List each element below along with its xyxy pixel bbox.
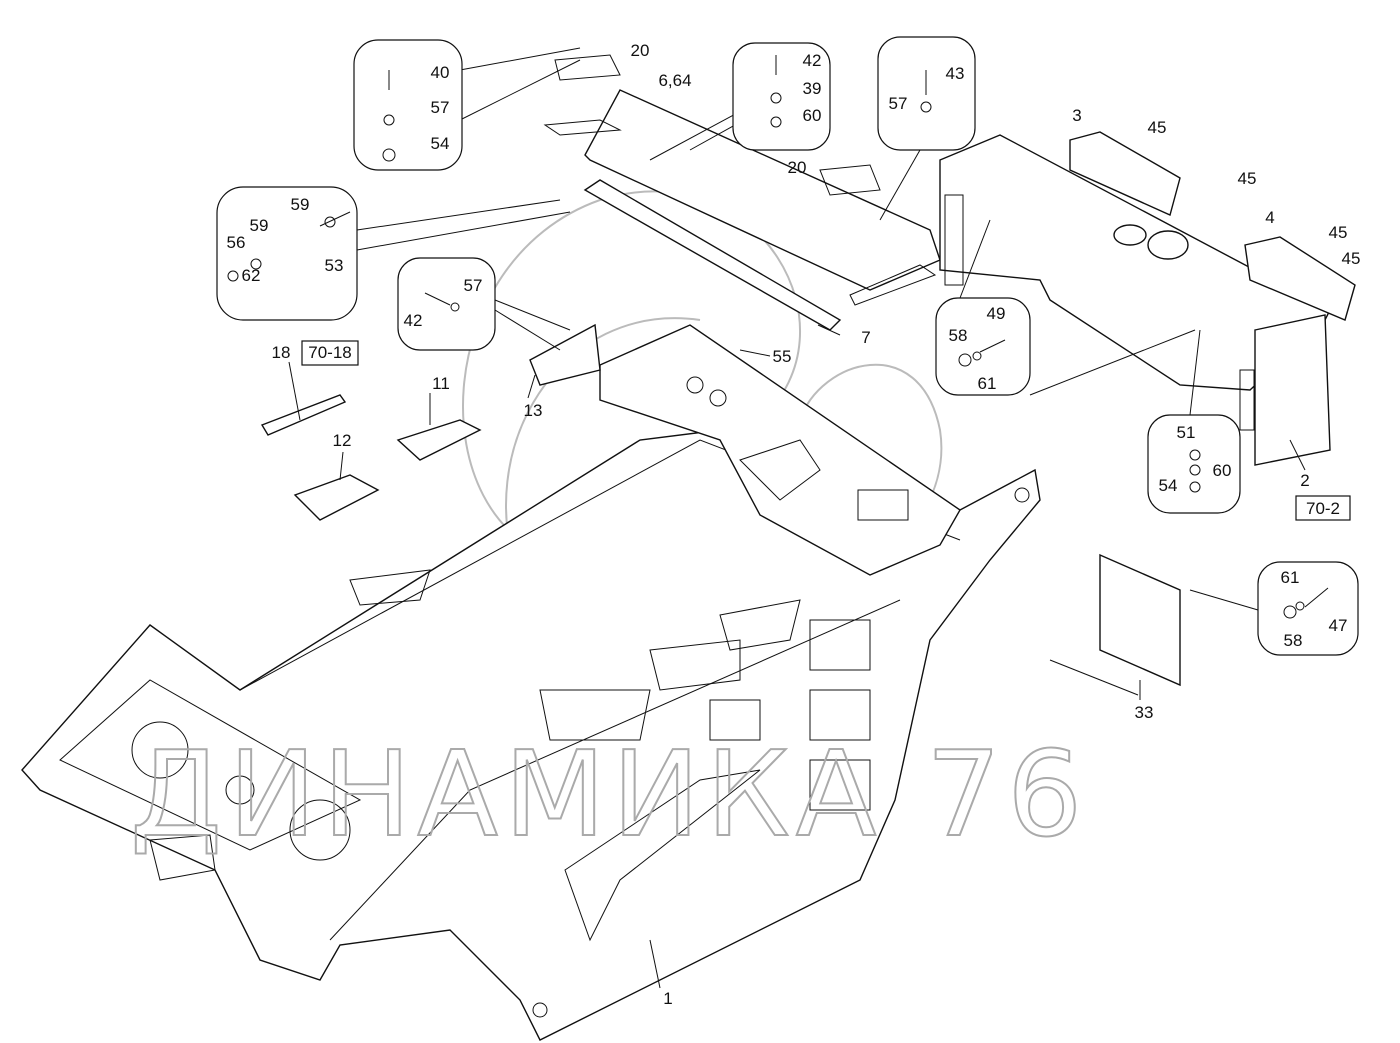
callout-label: 42 — [803, 51, 822, 70]
cross-member — [599, 324, 961, 576]
callout-label: 42 — [404, 311, 423, 330]
callout-label: 45 — [1238, 169, 1257, 188]
callout-label: 61 — [1281, 568, 1300, 587]
callout-label: 18 — [272, 343, 291, 362]
callout-label: 45 — [1342, 249, 1361, 268]
callout-label: 45 — [1329, 223, 1348, 242]
detail-bubbles — [216, 36, 1359, 656]
callout-label: 4 — [1265, 208, 1274, 227]
callout-label: 3 — [1072, 106, 1081, 125]
part-20-b — [819, 164, 881, 196]
part-20-a — [554, 54, 621, 81]
callout-label: 45 — [1148, 118, 1167, 137]
callout-label: 51 — [1177, 423, 1196, 442]
callout-label: 33 — [1135, 703, 1154, 722]
callout-label: 43 — [946, 64, 965, 83]
callout-label: 62 — [242, 266, 261, 285]
grille-33 — [1099, 553, 1181, 687]
main-frame — [21, 429, 1041, 1041]
callout-label: 59 — [291, 195, 310, 214]
callout-label: 58 — [949, 326, 968, 345]
top-plate — [543, 54, 941, 331]
callout-label: 11 — [432, 374, 450, 393]
ref-label-70-18: 70-18 — [308, 343, 351, 362]
callout-label: 49 — [987, 304, 1006, 323]
callout-label: 2 — [1300, 471, 1309, 490]
ref-box-70-18 — [301, 340, 359, 366]
callout-label: 57 — [889, 94, 908, 113]
callout-label: 7 — [861, 328, 870, 347]
callout-label: 60 — [1213, 461, 1232, 480]
step-12 — [293, 474, 380, 521]
callout-label: 60 — [803, 106, 822, 125]
callout-label: 55 — [773, 347, 792, 366]
callout-label: 13 — [524, 401, 543, 420]
callout-labels: 20 6,64 40 57 54 42 39 60 43 57 3 45 45 … — [227, 41, 1361, 1008]
callout-label: 54 — [1159, 476, 1178, 495]
part-18 — [260, 394, 347, 436]
callout-label: 6,64 — [658, 71, 691, 90]
step-11 — [396, 419, 482, 461]
callout-label: 47 — [1329, 616, 1348, 635]
watermark-text: ДИНАМИКА 76 — [130, 725, 1088, 863]
callout-label: 57 — [464, 276, 483, 295]
callout-label: 56 — [227, 233, 246, 252]
ref-box-70-2 — [1295, 495, 1351, 521]
callout-label: 58 — [1284, 631, 1303, 650]
callout-label: 61 — [978, 374, 997, 393]
rear-panel — [939, 131, 1356, 466]
ref-label-70-2: 70-2 — [1306, 499, 1340, 518]
callout-label: 20 — [631, 41, 650, 60]
callout-label: 53 — [325, 256, 344, 275]
bracket-13 — [529, 323, 601, 386]
callout-label: 40 — [431, 63, 450, 82]
callout-label: 1 — [663, 989, 672, 1008]
callout-label: 20 — [788, 158, 807, 177]
callout-label: 59 — [250, 216, 269, 235]
callout-label: 54 — [431, 134, 450, 153]
callout-label: 39 — [803, 79, 822, 98]
callout-label: 12 — [333, 431, 352, 450]
callout-label: 57 — [431, 98, 450, 117]
